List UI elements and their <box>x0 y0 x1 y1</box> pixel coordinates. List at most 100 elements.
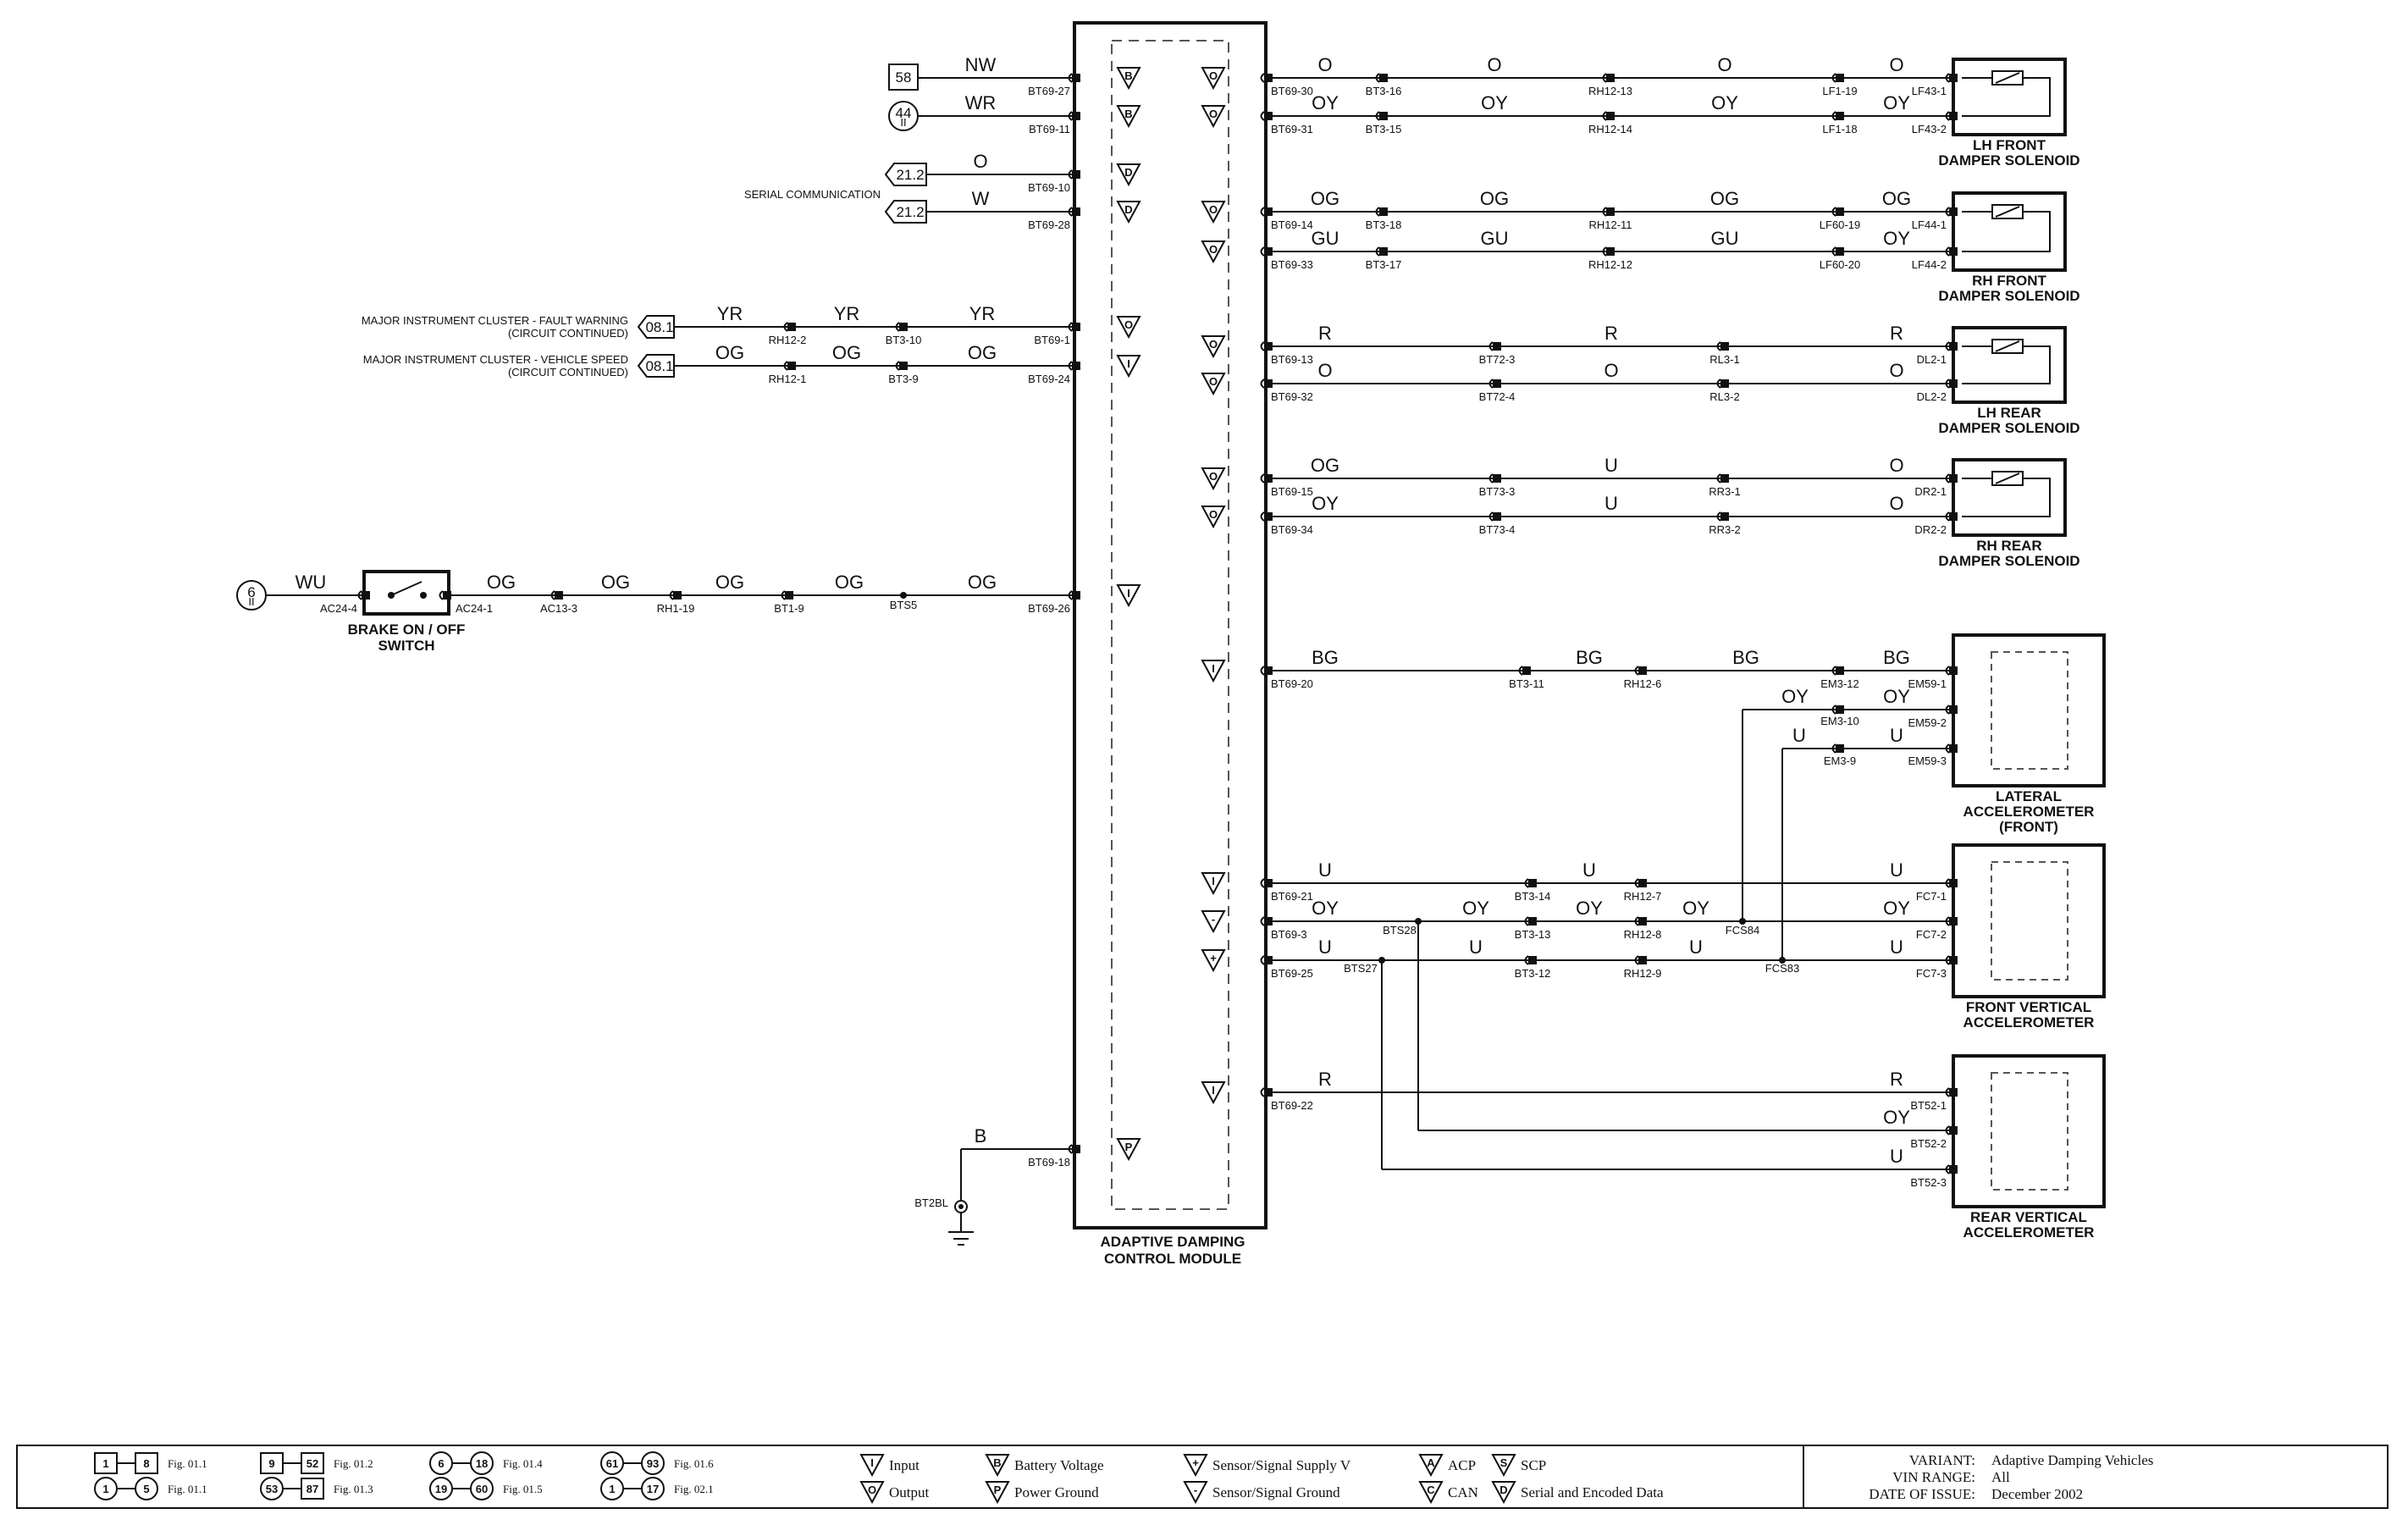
wire-color: O <box>1487 54 1501 75</box>
connector-pin <box>1949 342 1958 351</box>
legend-symbol-label: Serial and Encoded Data <box>1521 1484 1664 1500</box>
connector-label: EM59-2 <box>1908 716 1947 729</box>
connector-mating <box>1068 1144 1073 1154</box>
reference-circle <box>236 580 267 611</box>
connector-label: BT3-10 <box>886 334 922 346</box>
legend-symbol-label: Input <box>889 1457 920 1473</box>
connector-mating <box>1375 111 1380 121</box>
wire-color: O <box>1717 54 1731 75</box>
reference-label: 6 <box>247 584 255 600</box>
legend-ref-box <box>94 1452 118 1474</box>
connector-label: BT3-9 <box>888 373 918 385</box>
legend-ref-circle <box>94 1477 118 1500</box>
legend-symbol-icon <box>1491 1454 1516 1478</box>
connector-pin <box>1528 879 1537 887</box>
legend-ref-number: 87 <box>307 1483 318 1495</box>
connector-mating <box>1716 378 1721 389</box>
connector-mating <box>783 322 788 332</box>
connector-mating <box>1716 473 1721 483</box>
connector-pin <box>1528 956 1537 964</box>
connector-pin <box>1949 112 1958 120</box>
connector-label: RL3-2 <box>1709 390 1739 403</box>
pin-label: BT69-13 <box>1271 353 1313 366</box>
io-symbol-letter: O <box>1209 108 1218 120</box>
io-symbol-letter: O <box>1209 375 1218 388</box>
io-symbol <box>1201 335 1226 359</box>
reference-label: 21.2 <box>896 204 924 220</box>
pin-label: BT69-26 <box>1028 602 1070 615</box>
wire-color: OY <box>1883 1107 1910 1128</box>
connector-pin <box>1072 170 1080 179</box>
connector-label: LF60-20 <box>1820 258 1860 271</box>
splice-label: BTS5 <box>890 599 918 611</box>
connector-label: RH12-9 <box>1624 967 1662 980</box>
legend-symbol-letter: D <box>1499 1484 1507 1496</box>
connector-label: FC7-3 <box>1916 967 1947 980</box>
connector-mating <box>1260 378 1265 389</box>
legend-fig-label: Fig. 02.1 <box>674 1483 714 1495</box>
connector-pin <box>1949 705 1958 714</box>
serial-comm-label: SERIAL COMMUNICATION <box>744 188 881 201</box>
connector-pin <box>1379 247 1388 256</box>
connector-pin <box>1720 474 1729 483</box>
control-module: ADAPTIVE DAMPING CONTROL MODULE <box>1073 21 1268 1267</box>
connector-pin <box>1264 1088 1273 1097</box>
connector-pin <box>1836 207 1844 216</box>
solenoid-loop <box>1962 211 2051 252</box>
connector-mating <box>1945 1164 1950 1174</box>
date-label: DATE OF ISSUE: <box>1869 1486 1975 1502</box>
io-symbol-letter: B <box>1124 108 1132 120</box>
connector-mating <box>895 361 900 371</box>
connector-mating <box>1518 666 1523 676</box>
pin-label: BT69-10 <box>1028 181 1070 194</box>
legend-symbol-label: CAN <box>1448 1484 1478 1500</box>
connector-pin <box>1720 342 1729 351</box>
connector-label: EM59-3 <box>1908 754 1947 767</box>
legend-symbol-letter: B <box>993 1456 1001 1469</box>
wire-color: R <box>1318 1069 1332 1090</box>
legend-ref-number: 8 <box>143 1457 149 1470</box>
connector-pin <box>1638 879 1647 887</box>
connector-label: LF1-19 <box>1822 85 1857 97</box>
legend-ref-box <box>135 1452 158 1474</box>
connector-pin <box>1264 956 1273 964</box>
connector-label: AC13-3 <box>540 602 577 615</box>
connector-label: BT3-13 <box>1515 928 1551 941</box>
connector-pin <box>1949 744 1958 753</box>
connector-mating <box>1068 73 1073 83</box>
legend-symbol-label: Sensor/Signal Supply V <box>1212 1457 1351 1473</box>
legend-ref-number: 6 <box>438 1457 444 1470</box>
pin-label: BT69-33 <box>1271 258 1313 271</box>
reference-label: 08.1 <box>645 358 673 374</box>
legend-symbol-label: Sensor/Signal Ground <box>1212 1484 1340 1500</box>
wire-color: YR <box>717 303 743 324</box>
legend-symbol-letter: - <box>1194 1484 1197 1496</box>
connector-mating <box>1831 207 1836 217</box>
connector-pin <box>1522 666 1531 675</box>
io-symbol <box>1116 201 1141 224</box>
connector-mating <box>781 590 786 600</box>
reference-label: 58 <box>896 69 912 86</box>
connector-mating <box>1945 1087 1950 1097</box>
connector-pin <box>1264 474 1273 483</box>
connector-pin <box>1493 379 1501 388</box>
vin-label: VIN RANGE: <box>1892 1469 1975 1485</box>
connector-label: RH12-13 <box>1588 85 1632 97</box>
connector-pin <box>555 591 563 600</box>
legend-symbol-label: Battery Voltage <box>1014 1457 1104 1473</box>
io-symbol-letter: B <box>1124 69 1132 82</box>
io-symbol <box>1201 660 1226 683</box>
connector-mating <box>1831 73 1836 83</box>
component-name: RH FRONT <box>1972 273 2046 289</box>
connector-mating <box>1260 916 1265 926</box>
io-symbol <box>1201 1081 1226 1105</box>
legend-symbol-letter: P <box>994 1484 1002 1496</box>
connector-pin <box>1072 323 1080 331</box>
accelerometer-internal <box>1991 861 2068 981</box>
connector-mating <box>1375 246 1380 257</box>
connector-mating <box>1260 111 1265 121</box>
wire-color: OY <box>1883 228 1910 249</box>
wire-color: R <box>1890 1069 1903 1090</box>
connector-mating <box>1831 743 1836 754</box>
wire-color: YR <box>969 303 996 324</box>
